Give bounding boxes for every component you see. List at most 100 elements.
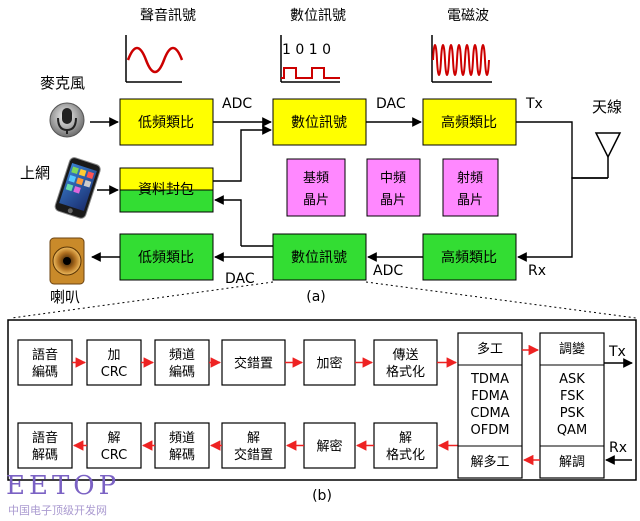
mux-item: FDMA: [471, 389, 509, 404]
caption-b: (b): [312, 488, 332, 504]
highfreq-analog-tx-block: 高頻類比: [422, 98, 517, 146]
stage-label: 頻道: [169, 431, 195, 446]
stage-label: 加: [107, 348, 120, 363]
svg-text:數位訊號: 數位訊號: [291, 250, 347, 266]
speaker-label: 喇叭: [50, 288, 80, 306]
dac-tx-label: DAC: [376, 96, 406, 112]
stage-label: 頻道: [169, 348, 195, 363]
svg-text:高頻類比: 高頻類比: [441, 114, 497, 131]
stage-label: 傳送: [392, 348, 418, 363]
rx-label-b: Rx: [609, 440, 627, 456]
smartphone-icon: [54, 157, 101, 219]
tx-chain: 語音編碼加CRC頻道編碼交錯置加密傳送格式化: [17, 339, 458, 386]
if-chip: 中頻 晶片: [366, 158, 421, 217]
stage-label: 編碼: [32, 364, 58, 380]
tx-stage-block: 加密: [303, 339, 356, 386]
caption-a: (a): [306, 289, 326, 305]
zoom-lines: [11, 281, 637, 319]
sound-wave-plot: [125, 35, 184, 83]
stage-label: 交錯置: [234, 447, 273, 463]
demux-title: 解多工: [470, 454, 509, 470]
svg-text:低頻類比: 低頻類比: [138, 250, 194, 266]
demod-title: 解調: [559, 455, 585, 470]
detail-frame: [7, 319, 637, 481]
stage-label: 語音: [32, 430, 58, 446]
mux-item: OFDM: [471, 423, 510, 438]
svg-text:射頻: 射頻: [457, 170, 483, 186]
digital-signal-tx-block: 數位訊號: [272, 98, 367, 146]
mod-title: 調變: [559, 341, 585, 357]
tx-label-b: Tx: [608, 344, 626, 360]
stage-label: 格式化: [386, 447, 425, 463]
tx-rx-arrows: [604, 358, 633, 465]
stage-label: CRC: [101, 448, 128, 463]
svg-text:晶片: 晶片: [457, 193, 483, 208]
watermark-logo: EETOP: [6, 471, 120, 501]
rx-label: Rx: [528, 263, 546, 279]
stage-label: 加密: [316, 356, 342, 372]
mux-item: CDMA: [470, 406, 509, 421]
rx-stage-block: 解密: [303, 422, 356, 469]
speaker-icon: [49, 237, 85, 285]
adc-rx-label: ADC: [373, 263, 403, 279]
baseband-chip: 基頻 晶片: [286, 158, 346, 217]
phone-label: 上網: [20, 164, 50, 182]
lowfreq-analog-tx-block: 低頻類比: [119, 98, 214, 146]
stage-label: 解: [107, 431, 120, 446]
mux-title: 多工: [477, 341, 503, 357]
bits-label: 1 0 1 0: [282, 42, 331, 58]
stage-label: 解碼: [32, 448, 58, 463]
mod-item: FSK: [560, 389, 585, 404]
adc-tx-label: ADC: [222, 96, 252, 112]
svg-text:中頻: 中頻: [380, 171, 406, 186]
stage-label: 編碼: [169, 364, 195, 380]
highfreq-analog-rx-block: 高頻類比: [422, 233, 517, 281]
dac-rx-label: DAC: [225, 271, 255, 287]
mux-mod-arrows: [522, 344, 540, 466]
watermark-subtitle: 中国电子顶级开发网: [8, 503, 107, 517]
stage-label: 交錯置: [234, 356, 273, 372]
stage-label: 解: [247, 431, 260, 446]
svg-text:資料封包: 資料封包: [138, 182, 194, 198]
data-packet-block: 資料封包: [119, 167, 214, 213]
tx-stage-block: 加 CRC: [86, 339, 142, 386]
em-wave-plot: [431, 35, 492, 83]
svg-text:晶片: 晶片: [380, 193, 406, 208]
microphone-icon: [49, 102, 85, 138]
svg-text:數位訊號: 數位訊號: [291, 115, 347, 131]
stage-label: CRC: [101, 365, 128, 380]
digital-signal-label: 數位訊號: [290, 8, 346, 24]
mod-item: PSK: [560, 406, 585, 421]
antenna-label: 天線: [592, 98, 622, 116]
stage-label: 解碼: [169, 448, 195, 463]
antenna-icon: [594, 132, 622, 178]
rf-chip: 射頻 晶片: [442, 158, 499, 217]
tx-stage-block: 交錯置: [221, 339, 286, 386]
mux-block: 多工 TDMA FDMA CDMA OFDM 解多工: [457, 332, 523, 479]
sound-signal-label: 聲音訊號: [140, 7, 196, 24]
tx-label: Tx: [525, 96, 543, 112]
stage-label: 格式化: [386, 364, 425, 380]
em-wave-label: 電磁波: [447, 8, 489, 24]
lowfreq-analog-rx-block: 低頻類比: [119, 233, 214, 281]
digital-wave-plot: 1 0 1 0: [280, 35, 340, 83]
svg-text:高頻類比: 高頻類比: [441, 249, 497, 266]
svg-text:基頻: 基頻: [303, 171, 329, 186]
rx-stage-block: 解 CRC: [86, 422, 142, 469]
modulation-block: 調變 ASK FSK PSK QAM 解調: [539, 332, 605, 479]
top-connectors: [90, 117, 608, 262]
stage-label: 解密: [316, 439, 342, 455]
stage-label: 語音: [32, 347, 58, 363]
mod-item: QAM: [557, 423, 587, 438]
mic-label: 麥克風: [40, 74, 85, 92]
svg-text:晶片: 晶片: [303, 193, 329, 208]
